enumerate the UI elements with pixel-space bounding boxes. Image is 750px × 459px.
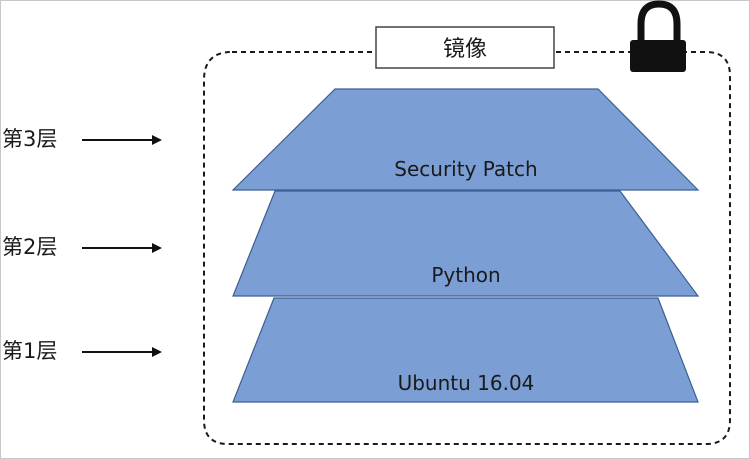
layer-1-arrow	[82, 347, 162, 357]
image-title-box	[375, 26, 555, 69]
layer-1-trapezoid	[232, 297, 699, 403]
layer-2-name: Python	[431, 263, 500, 287]
layer-3-label: 第3层	[2, 127, 57, 151]
layer-3-name: Security Patch	[394, 157, 537, 181]
layer-2-label: 第2层	[2, 235, 57, 259]
layer-3-arrow	[82, 135, 162, 145]
padlock-icon	[630, 0, 686, 72]
image-container-dashed-border	[203, 51, 731, 445]
layer-2-trapezoid	[232, 190, 700, 297]
layer-1-label: 第1层	[2, 339, 57, 363]
layer-1-name: Ubuntu 16.04	[398, 371, 535, 395]
layer-2-arrow	[82, 243, 162, 253]
image-title: 镜像	[443, 37, 487, 62]
layer-3-trapezoid	[231, 88, 700, 191]
